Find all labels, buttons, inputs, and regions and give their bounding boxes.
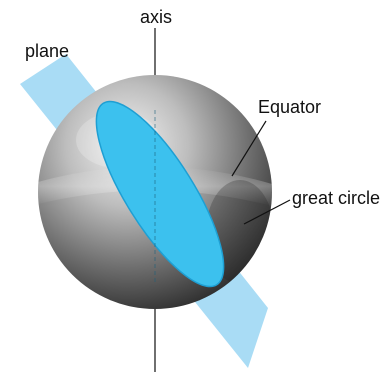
axis-label: axis [140,7,173,27]
equator-leader-line [231,120,267,177]
great-circle-shape [95,100,225,288]
plane-label: plane [25,41,70,61]
great-circle-leader-line [243,199,291,225]
equator-label: Equator [258,97,322,117]
great-circle-label: great circle [292,188,381,208]
